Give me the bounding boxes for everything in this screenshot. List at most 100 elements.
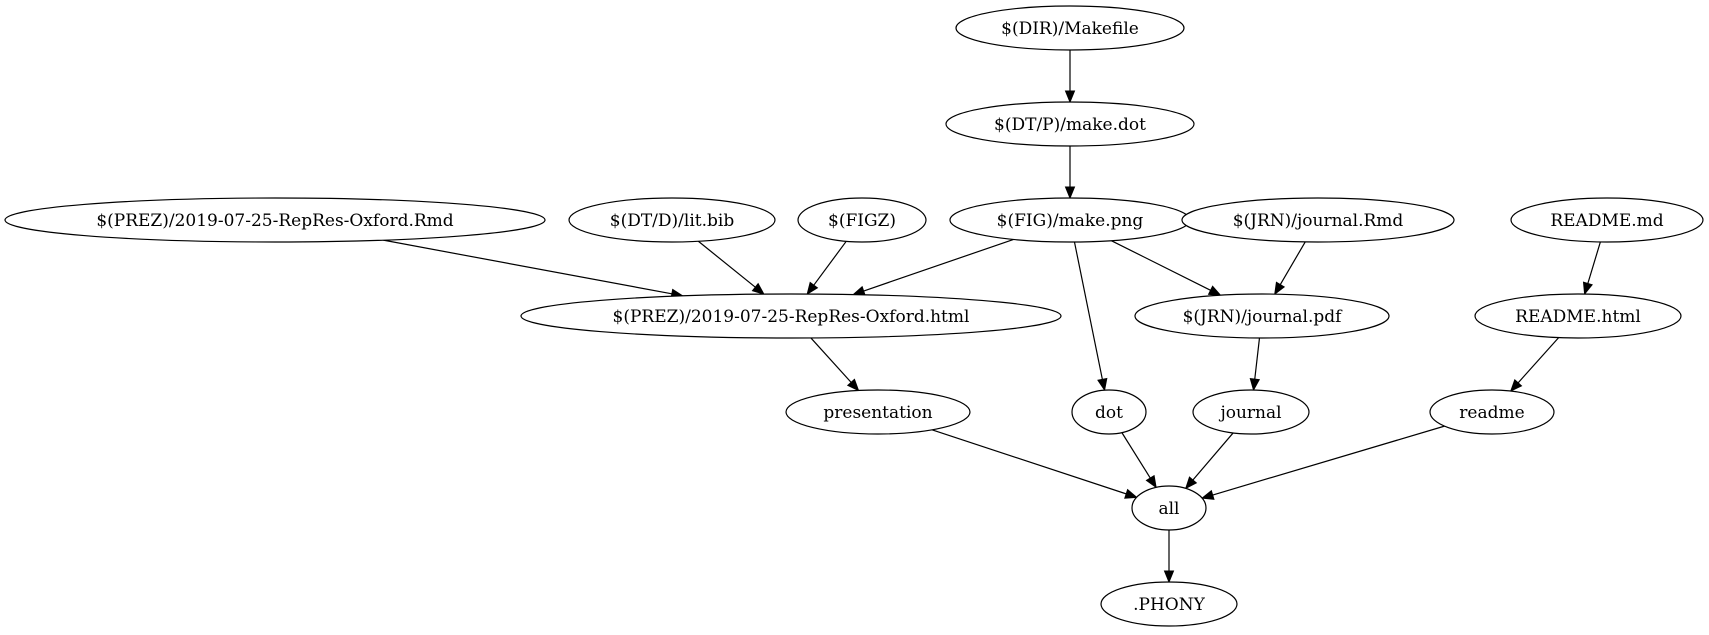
edge-lit-bib-to-prez-html bbox=[697, 240, 765, 295]
edges-layer bbox=[383, 50, 1601, 584]
node-make-png: $(FIG)/make.png bbox=[949, 197, 1191, 243]
edge-prez-rmd-to-prez-html bbox=[383, 239, 684, 299]
node-ellipse bbox=[785, 389, 971, 435]
arrowhead-icon bbox=[1207, 285, 1222, 296]
edge-readme-to-all bbox=[1200, 425, 1445, 500]
arrowhead-icon bbox=[1097, 377, 1108, 392]
arrowhead-icon bbox=[806, 281, 819, 296]
node-prez-html: $(PREZ)/2019-07-25-RepRes-Oxford.html bbox=[520, 293, 1062, 339]
node-label: dot bbox=[1095, 403, 1123, 423]
node-ellipse bbox=[1071, 389, 1147, 435]
node-readme-html: README.html bbox=[1474, 293, 1682, 339]
arrowhead-icon bbox=[1582, 281, 1593, 296]
edge-line bbox=[931, 429, 1127, 495]
node-label: $(FIG)/make.png bbox=[997, 211, 1144, 231]
arrowhead-icon bbox=[1124, 488, 1138, 499]
edge-line bbox=[383, 239, 672, 295]
arrowhead-icon bbox=[1509, 378, 1523, 393]
node-label: $(DT/D)/lit.bib bbox=[610, 211, 735, 231]
arrowhead-icon bbox=[1274, 281, 1286, 296]
arrowhead-icon bbox=[1064, 90, 1076, 104]
node-ellipse bbox=[568, 197, 776, 243]
edge-line bbox=[1212, 425, 1445, 496]
edge-all-to-phony bbox=[1163, 530, 1175, 584]
node-label: $(JRN)/journal.Rmd bbox=[1233, 211, 1404, 231]
node-phony: .PHONY bbox=[1100, 581, 1238, 627]
edge-line bbox=[863, 238, 1014, 292]
node-label: $(PREZ)/2019-07-25-RepRes-Oxford.Rmd bbox=[96, 211, 453, 231]
edge-journal-to-all bbox=[1184, 432, 1234, 490]
arrowhead-icon bbox=[1184, 476, 1198, 490]
node-label: $(PREZ)/2019-07-25-RepRes-Oxford.html bbox=[613, 307, 970, 327]
node-ellipse bbox=[1134, 293, 1390, 339]
node-label: $(FIGZ) bbox=[828, 211, 896, 231]
node-ellipse bbox=[4, 197, 546, 243]
edge-dot-to-all bbox=[1121, 432, 1157, 489]
node-ellipse bbox=[1181, 197, 1455, 243]
node-label: $(DIR)/Makefile bbox=[1001, 19, 1139, 39]
node-label: journal bbox=[1218, 403, 1281, 423]
edge-journal-pdf-to-journal bbox=[1249, 337, 1261, 392]
edge-prez-html-to-presentation bbox=[810, 337, 860, 392]
node-ellipse bbox=[1510, 197, 1704, 243]
node-ellipse bbox=[1131, 485, 1207, 531]
node-readme: readme bbox=[1429, 389, 1555, 435]
node-ellipse bbox=[1474, 293, 1682, 339]
edge-make-png-to-dot bbox=[1073, 241, 1108, 392]
arrowhead-icon bbox=[1145, 474, 1157, 489]
nodes-layer: $(DIR)/Makefile $(DT/P)/make.dot $(PREZ)/2… bbox=[4, 5, 1704, 627]
arrowhead-icon bbox=[1064, 186, 1076, 200]
node-all: all bbox=[1131, 485, 1207, 531]
node-label: README.md bbox=[1550, 211, 1663, 231]
edge-figz-to-prez-html bbox=[806, 240, 847, 296]
edge-make-dot-to-make-png bbox=[1064, 146, 1076, 200]
node-figz: $(FIGZ) bbox=[797, 197, 927, 243]
arrowhead-icon bbox=[846, 378, 860, 392]
node-ellipse bbox=[1429, 389, 1555, 435]
edge-make-png-to-journal-pdf bbox=[1111, 240, 1222, 296]
node-journal-pdf: $(JRN)/journal.pdf bbox=[1134, 293, 1390, 339]
edge-presentation-to-all bbox=[931, 429, 1138, 499]
arrowhead-icon bbox=[751, 282, 765, 295]
node-ellipse bbox=[797, 197, 927, 243]
node-presentation: presentation bbox=[785, 389, 971, 435]
edge-line bbox=[1111, 240, 1211, 291]
edge-line bbox=[810, 337, 852, 383]
edge-line bbox=[1192, 432, 1234, 481]
edge-line bbox=[1279, 241, 1306, 285]
node-prez-rmd: $(PREZ)/2019-07-25-RepRes-Oxford.Rmd bbox=[4, 197, 546, 243]
node-label: $(JRN)/journal.pdf bbox=[1183, 307, 1344, 327]
node-ellipse bbox=[520, 293, 1062, 339]
node-label: README.html bbox=[1515, 307, 1641, 327]
node-dot: dot bbox=[1071, 389, 1147, 435]
node-journal-rmd: $(JRN)/journal.Rmd bbox=[1181, 197, 1455, 243]
edge-line bbox=[1254, 337, 1261, 380]
node-ellipse bbox=[945, 101, 1195, 147]
node-label: readme bbox=[1459, 403, 1524, 423]
node-label: .PHONY bbox=[1133, 595, 1205, 615]
node-ellipse bbox=[955, 5, 1185, 51]
edge-readme-md-to-readme-html bbox=[1582, 241, 1601, 296]
edge-dir-makefile-to-make-dot bbox=[1064, 50, 1076, 104]
edge-line bbox=[1121, 432, 1151, 479]
edge-line bbox=[1073, 241, 1103, 380]
edge-line bbox=[813, 240, 847, 286]
edge-line bbox=[697, 240, 756, 288]
node-label: all bbox=[1158, 499, 1179, 519]
node-readme-md: README.md bbox=[1510, 197, 1704, 243]
node-make-dot: $(DT/P)/make.dot bbox=[945, 101, 1195, 147]
edge-readme-html-to-readme bbox=[1509, 337, 1560, 393]
edge-line bbox=[1587, 241, 1601, 284]
edge-line bbox=[1517, 337, 1560, 384]
edge-make-png-to-prez-html bbox=[851, 238, 1014, 296]
node-ellipse bbox=[1192, 389, 1310, 435]
node-dir-makefile: $(DIR)/Makefile bbox=[955, 5, 1185, 51]
node-journal: journal bbox=[1192, 389, 1310, 435]
arrowhead-icon bbox=[1249, 377, 1261, 392]
arrowhead-icon bbox=[1163, 570, 1175, 584]
edge-journal-rmd-to-journal-pdf bbox=[1274, 241, 1306, 296]
node-label: $(DT/P)/make.dot bbox=[994, 115, 1146, 135]
node-lit-bib: $(DT/D)/lit.bib bbox=[568, 197, 776, 243]
arrowhead-icon bbox=[1200, 489, 1215, 500]
